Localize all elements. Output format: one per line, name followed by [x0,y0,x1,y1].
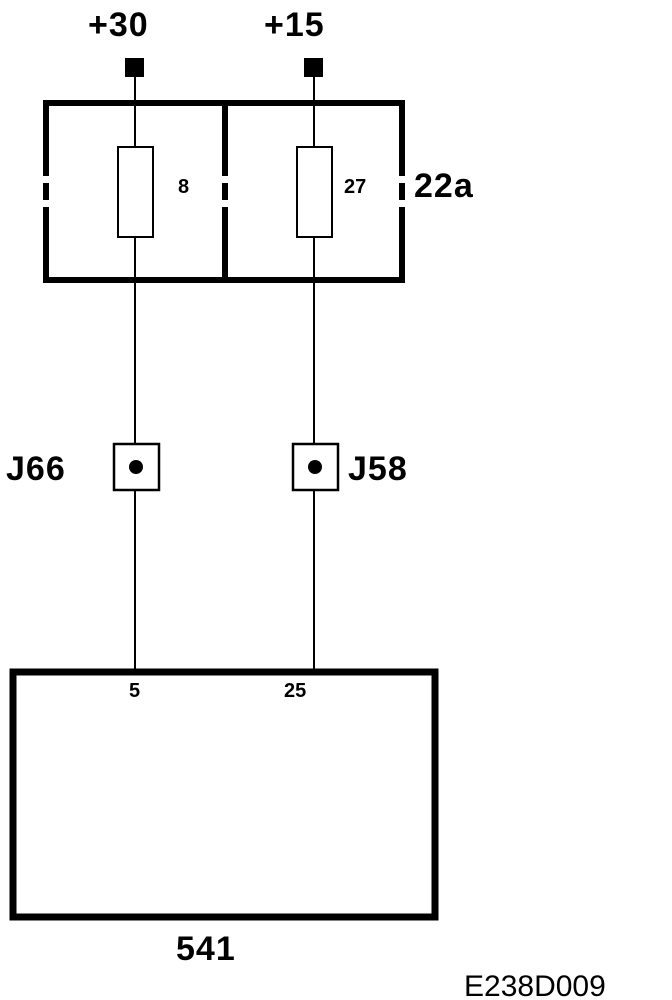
fusebox-label: 22a [414,167,474,205]
connector-left-pin [129,460,143,474]
terminal-15-marker [304,58,323,77]
terminal-30-marker [125,58,144,77]
fuse-right-body [296,146,333,238]
fuse-left-body [117,146,154,238]
connector-right-box [291,442,340,492]
fusebox-outline [43,100,405,283]
connector-right-pin [308,460,322,474]
module-pin-right: 25 [284,680,306,702]
module-label: 541 [176,930,236,968]
fuse-right-number: 27 [344,176,366,198]
connector-right-label: J58 [348,450,408,488]
terminal-30-label: +30 [88,6,149,44]
module-pin-left: 5 [129,680,140,702]
module-box [9,668,439,921]
fuse-left-number: 8 [178,176,189,198]
connector-left-label: J66 [6,450,66,488]
terminal-15-label: +15 [264,6,325,44]
diagram-id: E238D009 [464,970,606,1000]
